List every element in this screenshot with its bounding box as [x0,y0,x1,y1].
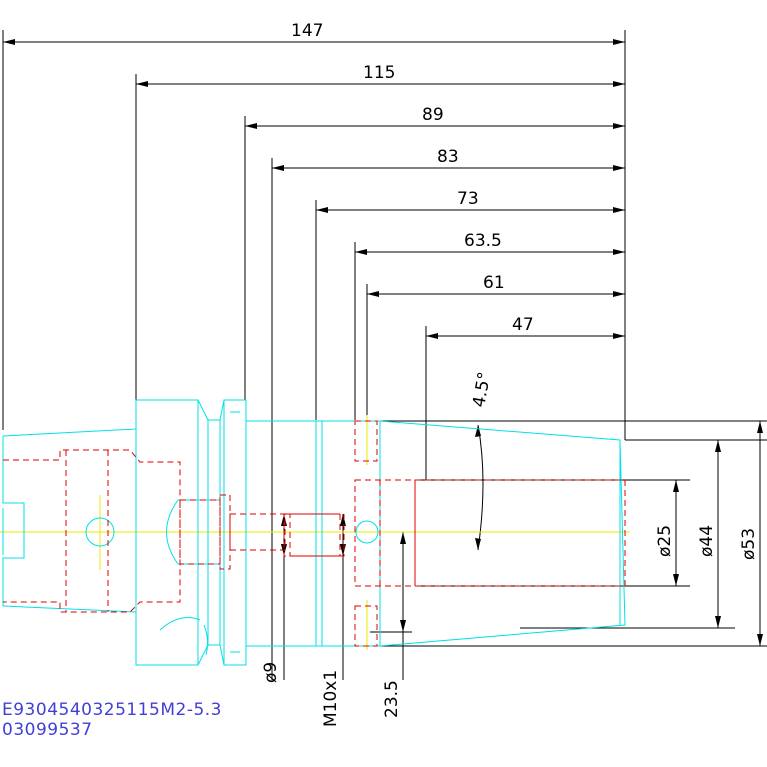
dim-73: 73 [457,189,479,209]
dim-dia-53: ø53 [739,528,759,560]
center-lines [0,415,630,650]
dim-angle: 4.5° [469,370,495,408]
dim-63-5: 63.5 [464,231,502,251]
part-number: 03099537 [2,720,93,740]
dim-thread-m10x1: M10x1 [321,670,341,727]
dim-147: 147 [291,21,323,41]
dim-dia-9: ø9 [261,662,281,683]
dim-83: 83 [437,147,459,167]
dim-115: 115 [363,63,395,83]
dimension-lines [2,30,767,680]
part-code: E9304540325115M2-5.3 [2,700,223,720]
dim-dia-44: ø44 [697,525,717,557]
dim-89: 89 [422,105,444,125]
dim-61: 61 [483,273,505,293]
dim-23-5: 23.5 [382,680,402,718]
dim-47: 47 [512,315,534,335]
tool-outline [2,399,626,666]
dimension-labels: 147 115 89 83 73 63.5 61 47 4.5° ø25 ø44… [261,21,759,727]
hidden-lines [3,420,626,647]
dim-dia-25: ø25 [655,525,675,557]
